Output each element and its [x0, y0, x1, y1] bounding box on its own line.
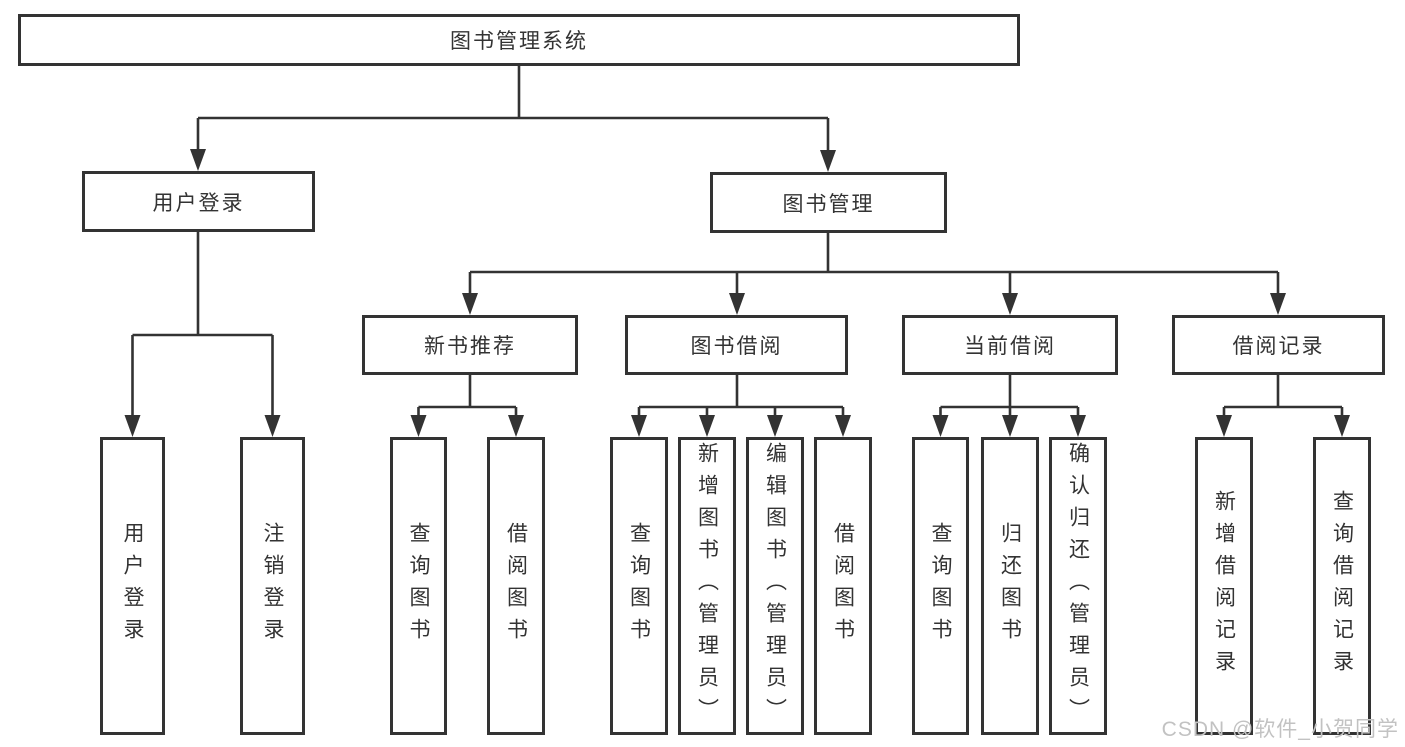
node-leaf-borrow-books: 借阅图书 — [814, 437, 872, 735]
node-leaf-query-borrow-record: 查询借阅记录 — [1313, 437, 1371, 735]
node-leaf-borrow-books-recommend-label: 借阅图书 — [504, 522, 528, 650]
node-leaf-query-books-current-label: 查询图书 — [929, 522, 952, 650]
node-book-management: 图书管理 — [710, 172, 947, 233]
node-leaf-query-borrow-record-label: 查询借阅记录 — [1330, 490, 1354, 682]
node-leaf-logout: 注销登录 — [240, 437, 305, 735]
node-leaf-add-books-admin: 新增图书（管理员） — [678, 437, 736, 735]
node-current-borrowing-label: 当前借阅 — [964, 335, 1056, 358]
node-leaf-edit-books-admin-label: 编辑图书（管理员） — [763, 442, 787, 730]
node-leaf-confirm-return-admin-label: 确认归还（管理员） — [1066, 442, 1090, 730]
node-leaf-query-books-borrow: 查询图书 — [610, 437, 668, 735]
connector-path — [131, 66, 1344, 417]
node-current-borrowing: 当前借阅 — [902, 315, 1118, 375]
node-leaf-query-books-borrow-label: 查询图书 — [627, 522, 651, 650]
node-leaf-add-borrow-record-label: 新增借阅记录 — [1212, 490, 1236, 682]
node-borrowing-records-label: 借阅记录 — [1232, 335, 1325, 358]
node-borrowing-records: 借阅记录 — [1172, 315, 1385, 375]
node-leaf-logout-label: 注销登录 — [261, 522, 284, 650]
node-leaf-add-books-admin-label: 新增图书（管理员） — [695, 442, 719, 730]
node-leaf-query-books-recommend-label: 查询图书 — [407, 522, 430, 650]
node-leaf-user-login: 用户登录 — [100, 437, 165, 735]
node-leaf-return-books-label: 归还图书 — [998, 522, 1022, 650]
node-leaf-edit-books-admin: 编辑图书（管理员） — [746, 437, 804, 735]
node-leaf-add-borrow-record: 新增借阅记录 — [1195, 437, 1253, 735]
node-root: 图书管理系统 — [18, 14, 1020, 66]
node-book-management-label: 图书管理 — [782, 192, 875, 216]
node-book-borrowing-label: 图书借阅 — [690, 335, 783, 358]
node-leaf-confirm-return-admin: 确认归还（管理员） — [1049, 437, 1107, 735]
node-user-login: 用户登录 — [82, 171, 315, 232]
node-root-label: 图书管理系统 — [450, 30, 588, 53]
node-book-borrowing: 图书借阅 — [625, 315, 848, 375]
node-leaf-borrow-books-recommend: 借阅图书 — [487, 437, 545, 735]
csdn-watermark: CSDN @软件_小贺同学 — [1161, 718, 1399, 741]
node-new-book-recommendation-label: 新书推荐 — [424, 335, 516, 358]
node-leaf-user-login-label: 用户登录 — [121, 522, 144, 650]
node-leaf-query-books-current: 查询图书 — [912, 437, 969, 735]
node-leaf-query-books-recommend: 查询图书 — [390, 437, 447, 735]
arrowheads — [124, 149, 1350, 437]
node-new-book-recommendation: 新书推荐 — [362, 315, 578, 375]
node-leaf-return-books: 归还图书 — [981, 437, 1039, 735]
node-leaf-borrow-books-label: 借阅图书 — [831, 522, 855, 650]
node-user-login-label: 用户登录 — [152, 191, 245, 215]
